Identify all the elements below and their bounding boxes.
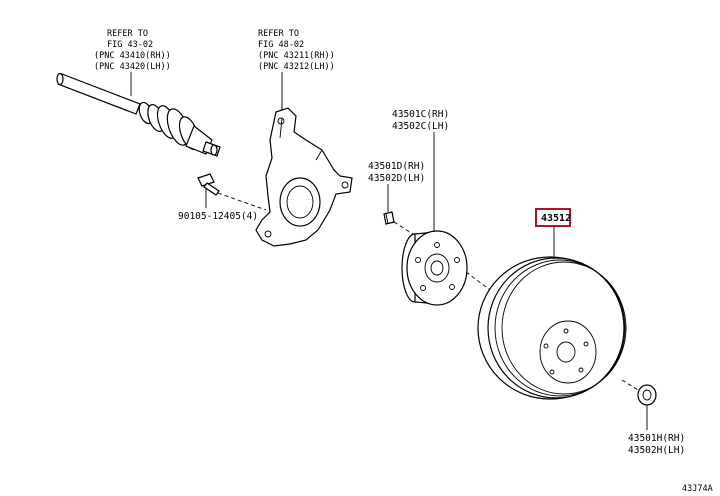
disc-callout: 43512 xyxy=(535,208,571,258)
bolt-label: 90105-12405(4) xyxy=(178,211,258,222)
knuckle-ref-line3: (PNC 43211(RH)) xyxy=(258,51,335,61)
hub-lower-line1: 43501D(RH) xyxy=(368,161,425,172)
hub-upper-callout: 43501C(RH) 43502C(LH) xyxy=(392,109,449,232)
driveshaft-ref-line4: (PNC 43420(LH)) xyxy=(94,62,171,72)
knuckle-ref-line2: FIG 48-02 xyxy=(258,40,304,50)
disc-highlight-box xyxy=(535,208,571,227)
disc-label: 43512 xyxy=(541,213,571,224)
driveshaft-ref-line3: (PNC 43410(RH)) xyxy=(94,51,171,61)
hub-upper-line1: 43501C(RH) xyxy=(392,109,449,120)
hub-nut: 43501H(RH) 43502H(LH) xyxy=(621,379,685,456)
nut-line1: 43501H(RH) xyxy=(628,433,685,444)
drive-shaft xyxy=(56,72,221,157)
nut-line2: 43502H(LH) xyxy=(628,445,685,456)
bolt: 90105-12405(4) xyxy=(178,173,267,222)
knuckle-ref-line4: (PNC 43212(LH)) xyxy=(258,62,335,72)
driveshaft-ref-line2: FIG 43-02 xyxy=(107,40,153,50)
figure-code: 43J74A xyxy=(682,484,713,494)
hub-bearing xyxy=(383,211,553,337)
brake-disc xyxy=(477,256,627,400)
hub-lower-callout: 43501D(RH) 43502D(LH) xyxy=(368,161,425,212)
driveshaft-reference-callout: REFER TO FIG 43-02 (PNC 43410(RH)) (PNC … xyxy=(94,29,171,96)
hub-lower-line2: 43502D(LH) xyxy=(368,173,425,184)
hub-upper-line2: 43502C(LH) xyxy=(392,121,449,132)
steering-knuckle xyxy=(255,107,353,247)
knuckle-ref-line1: REFER TO xyxy=(258,29,299,39)
driveshaft-ref-line1: REFER TO xyxy=(107,29,148,39)
knuckle-reference-callout: REFER TO FIG 48-02 (PNC 43211(RH)) (PNC … xyxy=(258,29,335,110)
